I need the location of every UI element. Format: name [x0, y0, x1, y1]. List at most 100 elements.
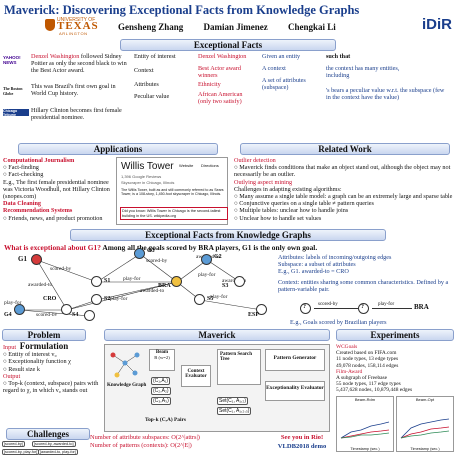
kg-edge: [96, 253, 141, 283]
kg-edge: [139, 253, 178, 283]
fact-entity: Denzel Washington: [31, 53, 80, 60]
experiments-text: WCGoals Created based on FIFA.com 11 nod…: [336, 344, 454, 394]
shot-tab-directions[interactable]: Directions: [201, 163, 219, 168]
shot-text: The Willis Tower, built as and still com…: [121, 188, 224, 197]
shot-title: Willis Tower: [121, 161, 174, 172]
given-2: A context: [262, 65, 286, 72]
table-key-3: Attributes: [134, 81, 159, 88]
context-line: Context: entities sharing some common ch…: [278, 278, 449, 293]
oam-item-4: ○ Unclear how to handle set values: [234, 214, 322, 222]
tree-node-4: [awarded-to, play-for]: [38, 449, 78, 455]
topk-label: Top-k (C,A) Pairs: [145, 417, 186, 423]
oam-item-3: ○ Multiple tables: unclear how to handle…: [234, 207, 349, 215]
efkg-definitions: Attributes: labels of incoming/outgoing …: [278, 254, 454, 318]
kg-edge-label: play-for: [4, 299, 22, 306]
pattern-generator: Pattern Generator: [265, 349, 325, 371]
section-problem: Problem Formulation: [2, 329, 86, 351]
beam-eq: B (w=2): [154, 355, 170, 360]
pattern-var-1: ?: [303, 304, 306, 310]
author-3: Chengkai Li: [288, 22, 336, 32]
kg-edge: [19, 309, 91, 316]
table-val-3: Ethnicity: [198, 81, 221, 88]
kg-edge: [66, 281, 178, 311]
fb-line-3: 5,437,628 nodes, 10,879,448 edges: [336, 387, 413, 394]
kg-label-g3: G3: [147, 248, 155, 254]
kg-node-s1: [91, 276, 102, 287]
kg-node-bra: [171, 276, 182, 287]
cj-item-1: ○ Fact-finding: [3, 164, 39, 172]
section-efkg: Exceptional Facts from Knowledge Graphs: [70, 229, 386, 241]
kg-label-s3: S3: [222, 283, 229, 289]
shot-tab-website[interactable]: Website: [179, 163, 194, 168]
cp-chip-3: (C₃,A₃): [151, 397, 171, 405]
applications-list: Computational Journalism ○ Fact-finding …: [3, 157, 113, 227]
section-exceptional-facts: Exceptional Facts: [120, 39, 336, 51]
given-3: A set of attributes (subspace): [262, 77, 306, 92]
od-head: Outlier detection: [234, 157, 276, 164]
pattern-edge-label-1: scored-by: [318, 302, 338, 307]
table-val-4: African American (only two satisfy): [198, 91, 243, 106]
tree-node-3: [scored-by, play-for]: [2, 449, 40, 455]
chart-title-2: Beam-Opt: [415, 397, 435, 402]
shot-line: Skyscraper in Chicago, Illinois: [121, 180, 175, 185]
kg-node-s4: [84, 310, 95, 321]
efkg-question-line: What is exceptional about G1? Among all …: [4, 243, 454, 252]
attr-line: Attributes: labels of incoming/outgoing …: [278, 254, 392, 261]
dc-head: Data Cleaning: [3, 200, 41, 208]
oam-item-2: ○ Conjunctive queries on a single table …: [234, 200, 374, 208]
kg-node-s3: [234, 276, 245, 287]
set-row-1: Set(C₁, A₁,₂): [217, 397, 248, 405]
kg-label-s4: S4: [72, 312, 79, 318]
kg-label-g1: G1: [18, 255, 27, 263]
kg-label: Knowledge Graph: [107, 383, 147, 388]
challenge-1: Number of attribute subspaces: O(2^|attr…: [90, 434, 200, 441]
boston-globe-logo: The Boston Globe: [3, 86, 23, 96]
kg-label-g2: G2: [214, 254, 222, 260]
pattern-node-2: [358, 303, 369, 314]
chart-title-1: Beam-Rdm: [354, 397, 376, 402]
fb-line-1: A subgraph of Freebase: [336, 375, 388, 382]
table-key-2: Context: [134, 67, 154, 74]
od-item: ○ Maverick finds conditions that make an…: [234, 164, 451, 179]
kg-node-g2: [201, 254, 212, 265]
fact-text-1: followed Sidney Poitier as only the seco…: [31, 53, 127, 75]
pattern-node-1: [300, 303, 311, 314]
author-2: Damian Jimenez: [203, 22, 268, 32]
kg-label-esp: ESP: [248, 312, 260, 318]
author-1: Gensheng Zhang: [118, 22, 184, 32]
beam-box: Beam B (w=2): [149, 349, 175, 371]
oam-item-1: ○ Many assume a single table model: a gr…: [234, 193, 453, 201]
related-work-list: Outlier detection ○ Maverick finds condi…: [234, 157, 454, 225]
section-challenges: Challenges: [6, 428, 90, 440]
efkg-answer: Among all the goals scored by BRA player…: [102, 243, 318, 252]
kg-node-s2: [91, 294, 102, 305]
cp-chip-1: (C₁,A₁): [151, 377, 171, 385]
problem-text: Input ○ Entity of interest v₀ ○ Exceptio…: [3, 344, 99, 424]
kg-edge: [36, 259, 68, 311]
table-key-4: Peculiar value: [134, 93, 170, 100]
challenge-tree: [scored-by] [scored-by, awarded-to] [sco…: [2, 441, 88, 456]
input-2: ○ Exceptionality function χ: [3, 358, 71, 366]
shot-fact: Did you know: Willis Tower in Chicago is…: [120, 207, 228, 221]
kg-label-g4: G4: [4, 312, 12, 318]
idir-logo: iDiR: [422, 16, 452, 33]
chicago-tribune-logo: Chicago Tribune: [3, 109, 29, 117]
pattern-edge-2: [372, 308, 412, 309]
rs-item-1: ○ Friends, news, and product promotion: [3, 214, 103, 222]
given-5: the context has many entities, including: [326, 65, 400, 80]
cj-example: E.g., The first female presidential nomi…: [3, 178, 110, 201]
wc-line-3: 49,078 nodes, 158,114 edges: [336, 362, 399, 369]
uta-seal-icon: [45, 19, 55, 31]
search-screenshot: Willis Tower Website Directions 1,396 Go…: [116, 157, 228, 225]
chart-xlabel-2: Timestamp (sec.): [410, 447, 440, 451]
input-1: ○ Entity of interest v₀: [3, 351, 57, 359]
kg-label-s2: S2: [104, 296, 111, 302]
kg-edge-label: scored-by: [36, 312, 58, 316]
kg-edge: [199, 299, 263, 311]
kg-node-g3: [134, 248, 145, 259]
oam-head: Outlying aspect mining: [234, 178, 293, 186]
beam-label: Beam: [155, 350, 169, 355]
maverick-architecture: Knowledge Graph Beam B (w=2) (C₁,A₁) (C₂…: [104, 344, 330, 432]
univ-campus: ARLINGTON: [59, 31, 88, 36]
pattern-edge-label-2: play-for: [378, 302, 395, 307]
